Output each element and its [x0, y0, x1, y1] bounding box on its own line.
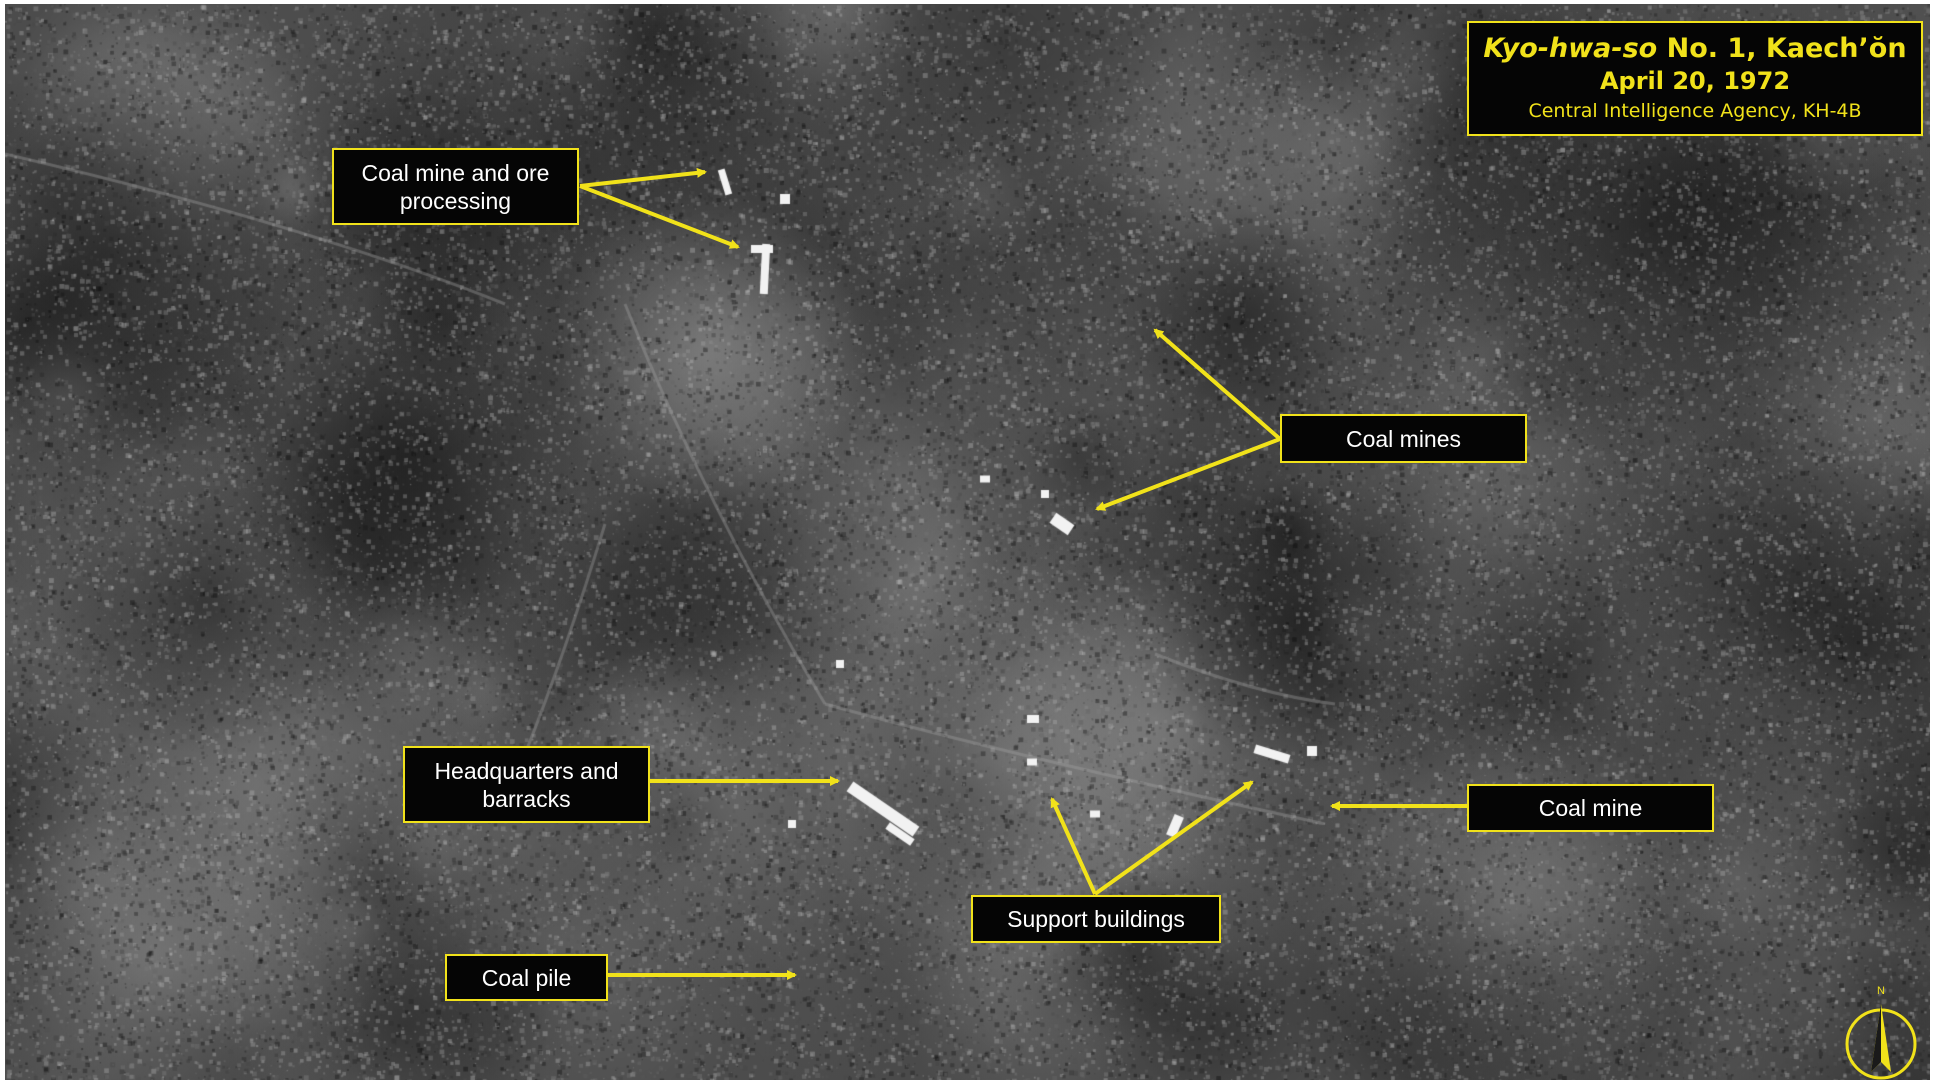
label-coal-mines-text: Coal mines — [1345, 425, 1462, 452]
image-date: April 20, 1972 — [1599, 67, 1791, 95]
label-hq-line2: barracks — [482, 785, 571, 812]
title-box: Kyo-hwa-so No. 1, Kaech’ŏn April 20, 197… — [1467, 21, 1923, 136]
north-arrow-icon: N — [1845, 985, 1917, 1080]
label-coal-mine-text: Coal mine — [1538, 795, 1643, 821]
label-coal-pile: Coal pile — [445, 954, 608, 1001]
satellite-image: Kyo-hwa-so No. 1, Kaech’ŏn April 20, 197… — [5, 4, 1930, 1080]
label-coal-mine: Coal mine — [1467, 784, 1714, 832]
label-hq-barracks: Headquarters and barracks — [403, 746, 650, 823]
label-hq-line1: Headquarters and — [434, 757, 619, 784]
north-label: N — [1877, 985, 1885, 997]
title-rest: No. 1, Kaech’ŏn — [1657, 33, 1907, 64]
title-italic: Kyo-hwa-so — [1483, 33, 1658, 64]
label-support-buildings-text: Support buildings — [1007, 906, 1185, 932]
label-coal-mine-ore-line2: processing — [399, 187, 512, 214]
image-source: Central Intelligence Agency, KH-4B — [1528, 100, 1862, 122]
label-coal-mines: Coal mines — [1280, 414, 1527, 463]
title: Kyo-hwa-so No. 1, Kaech’ŏn — [1469, 33, 1921, 65]
label-support-buildings: Support buildings — [971, 895, 1221, 943]
label-coal-mine-ore-line1: Coal mine and ore — [361, 159, 550, 186]
terrain-texture — [5, 4, 1930, 1080]
label-coal-pile-text: Coal pile — [481, 964, 572, 991]
label-coal-mine-ore: Coal mine and ore processing — [332, 148, 579, 225]
